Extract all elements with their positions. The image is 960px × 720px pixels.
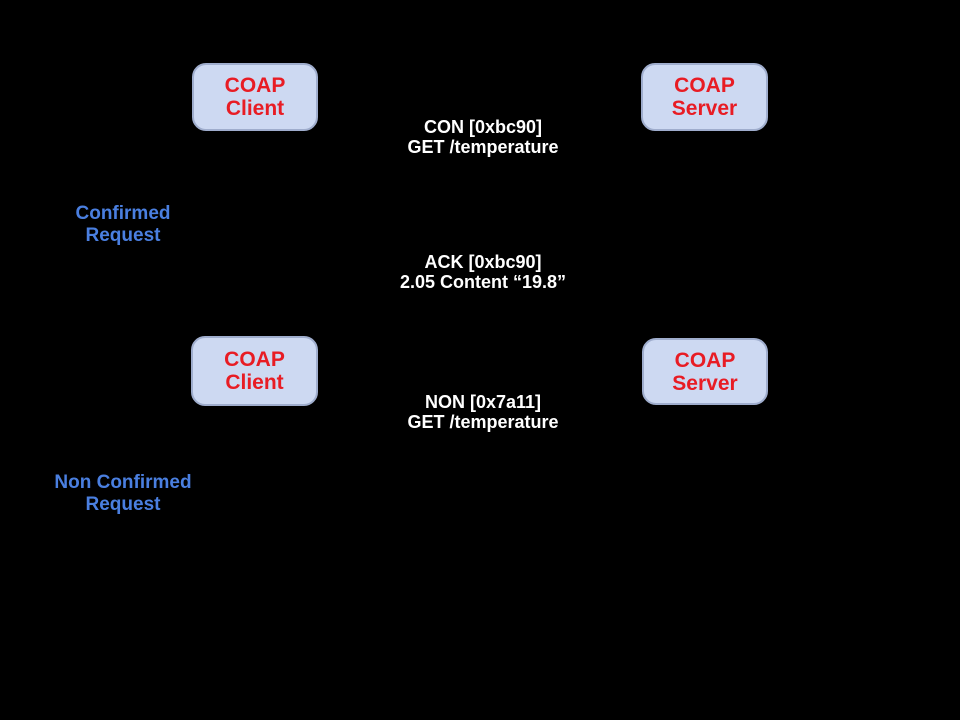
message-line: ACK [0xbc90] xyxy=(424,252,542,272)
box-label-line: COAP xyxy=(224,348,285,371)
box-label-line: Client xyxy=(225,371,284,394)
label-line: Non Confirmed xyxy=(54,472,192,493)
message-con-request: CON [0xbc90] GET /temperature xyxy=(343,117,623,157)
message-line: CON [0xbc90] xyxy=(423,117,543,137)
box-label-line: COAP xyxy=(224,74,286,97)
box-label-line: COAP xyxy=(674,348,736,372)
coap-client-box: COAP Client xyxy=(191,336,318,406)
label-line: Request xyxy=(85,494,161,515)
label-line: Request xyxy=(85,225,161,246)
label-line: Confirmed xyxy=(75,203,171,224)
message-line: 2.05 Content “19.8” xyxy=(399,272,567,292)
message-line: GET /temperature xyxy=(407,412,559,432)
message-ack-response: ACK [0xbc90] 2.05 Content “19.8” xyxy=(343,252,623,292)
message-non-request: NON [0x7a11] GET /temperature xyxy=(343,392,623,432)
message-line: GET /temperature xyxy=(407,137,559,157)
label-non-confirmed-request: Non Confirmed Request xyxy=(13,472,233,516)
coap-server-box: COAP Server xyxy=(642,338,768,405)
coap-server-box: COAP Server xyxy=(641,63,768,131)
coap-client-box: COAP Client xyxy=(192,63,318,131)
box-label-line: COAP xyxy=(674,74,735,97)
box-label-line: Server xyxy=(671,97,738,120)
label-confirmed-request: Confirmed Request xyxy=(13,203,233,247)
message-line: NON [0x7a11] xyxy=(424,392,542,412)
box-label-line: Client xyxy=(225,97,285,120)
box-label-line: Server xyxy=(672,371,738,395)
